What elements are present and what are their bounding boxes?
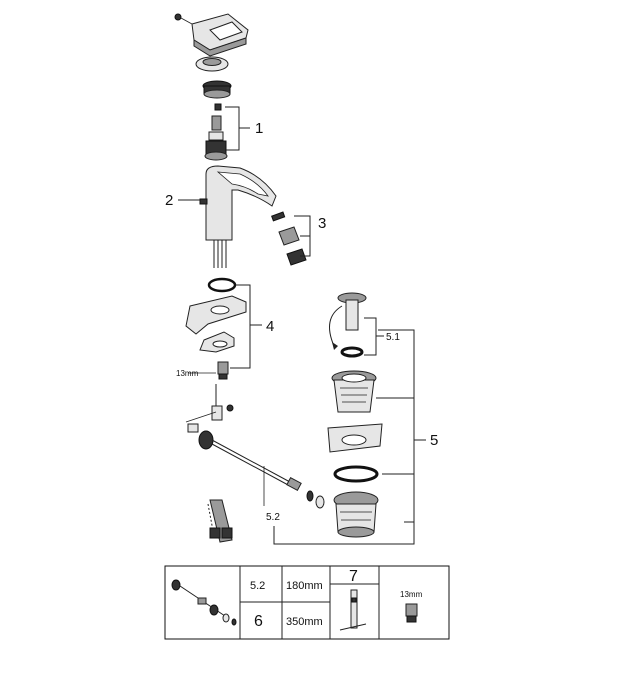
callout-5: 5: [430, 432, 438, 449]
row2-ref: 6: [254, 613, 263, 630]
popup-plug-part: [329, 292, 367, 358]
leader-1: [225, 106, 250, 151]
row1-ref: 5.2: [250, 580, 265, 592]
spare-parts-table: [164, 565, 450, 640]
adapter-part: [202, 80, 232, 99]
callout-5-2: 5.2: [266, 512, 280, 523]
waste-body-part: [331, 370, 377, 413]
row1-length: 180mm: [286, 580, 323, 592]
leader-5-1: [364, 317, 384, 356]
leader-5-2: [273, 521, 415, 545]
wrench-nut-thumbnail: [405, 603, 418, 623]
leader-4: [188, 284, 262, 374]
wrench-size-label: 13mm: [176, 369, 199, 378]
rod-set-thumbnail: [171, 579, 237, 626]
callout-2: 2: [165, 192, 173, 209]
leader-5: [376, 329, 426, 522]
callout-5-1: 5.1: [386, 332, 400, 343]
waste-nut-part: [333, 491, 379, 538]
row2-length: 350mm: [286, 616, 323, 628]
cover-ring-part: [195, 56, 229, 72]
tool-ref: 7: [349, 568, 358, 585]
leader-3: [294, 215, 311, 257]
faucet-body-part: [199, 165, 277, 268]
waste-gasket-part: [327, 423, 383, 453]
callout-1: 1: [255, 120, 263, 137]
tool-thumbnail: [339, 589, 367, 631]
callout-4: 4: [266, 318, 274, 335]
callout-3: 3: [318, 215, 326, 232]
wrench-label: 13mm: [400, 590, 423, 599]
cartridge-part: [204, 103, 228, 161]
lift-rod-part: [185, 384, 325, 509]
flexible-hoses-part: [207, 499, 233, 543]
handle-cap-part: [174, 13, 249, 57]
waste-seal-ring-part: [333, 465, 379, 483]
mounting-set-part: [185, 277, 247, 380]
aerator-part: [271, 211, 307, 266]
